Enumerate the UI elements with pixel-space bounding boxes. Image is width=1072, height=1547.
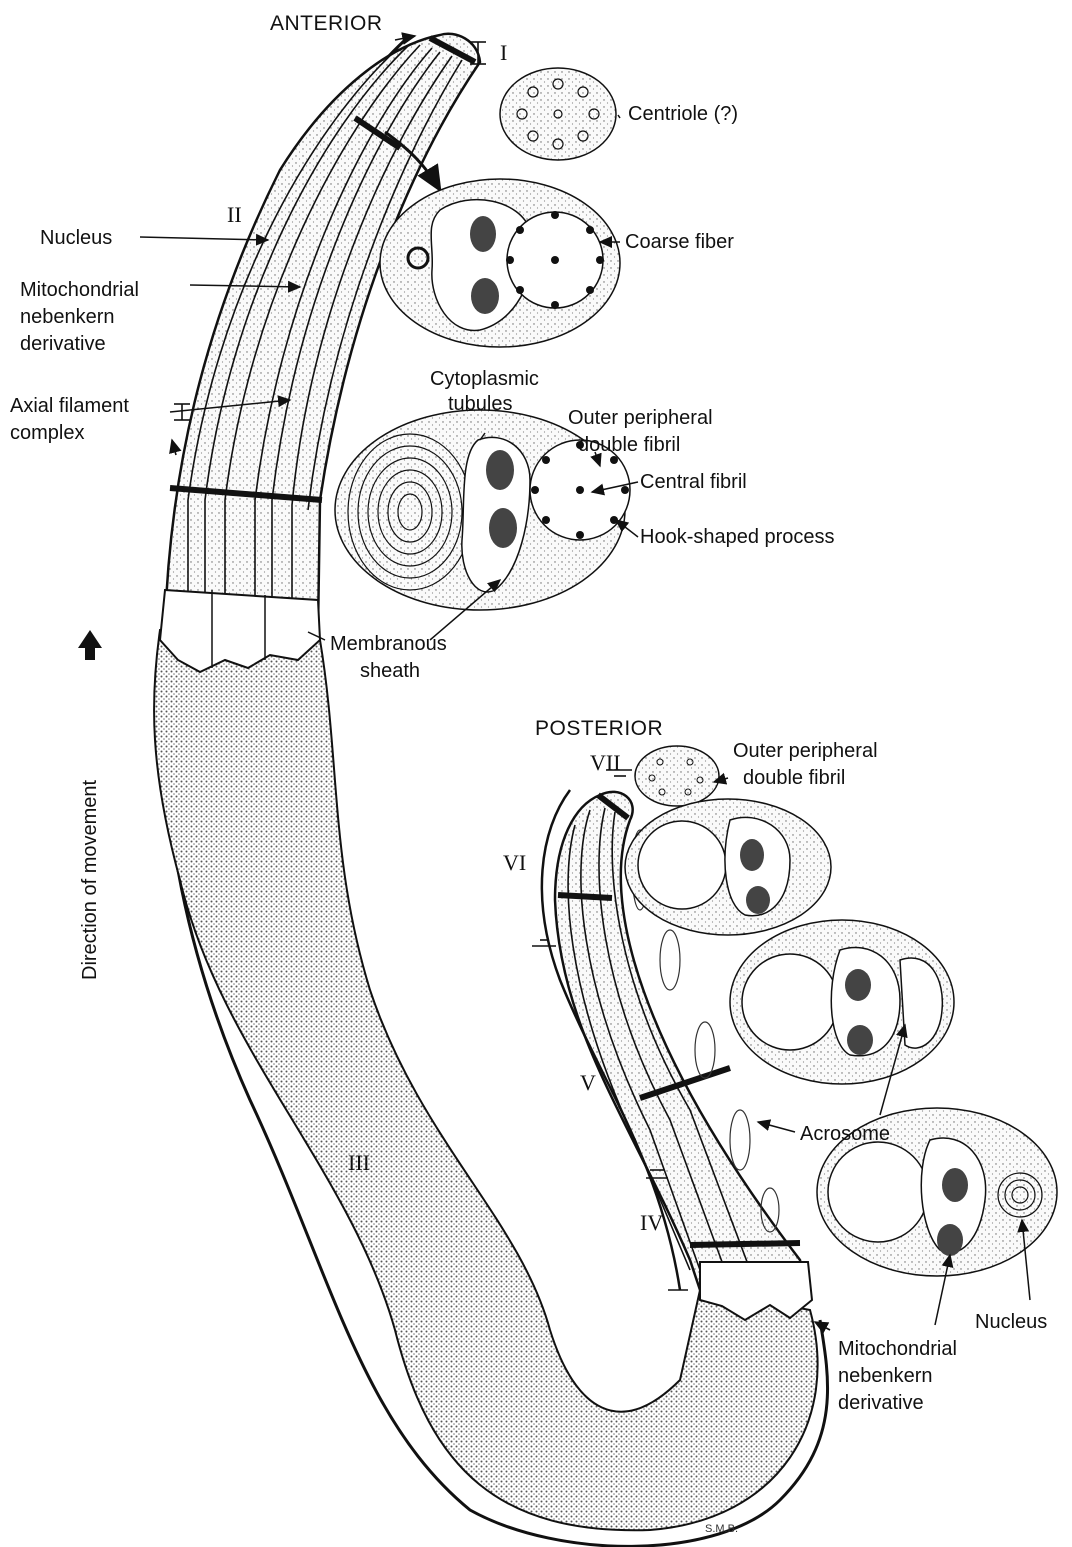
cyto-label-2: tubules — [448, 393, 513, 415]
anterior-label: ANTERIOR — [270, 12, 383, 35]
mito-right-label-2: nebenkern — [838, 1365, 933, 1387]
mito-right-label-3: derivative — [838, 1392, 924, 1414]
coarse-fiber-label: Coarse fiber — [625, 231, 734, 253]
central-fibril-label: Central fibril — [640, 471, 747, 493]
tail-stippled-region — [154, 630, 818, 1530]
mito-left-label-1: Mitochondrial — [20, 279, 139, 301]
hook-label: Hook-shaped process — [640, 526, 835, 548]
nucleus-right-label: Nucleus — [975, 1311, 1047, 1333]
membranous-label-1: Membranous — [330, 633, 447, 655]
centriole-section — [500, 68, 616, 160]
region-vi: VI — [503, 850, 526, 875]
region-i: I — [500, 40, 507, 65]
direction-label: Direction of movement — [79, 779, 101, 980]
region-vii: VII — [590, 750, 621, 775]
region-v: V — [580, 1070, 596, 1095]
axial-label-2: complex — [10, 422, 84, 444]
posterior-label: POSTERIOR — [535, 717, 663, 740]
outer-post-label-1: Outer peripheral — [733, 740, 878, 762]
outer-post-label-2: double fibril — [743, 767, 845, 789]
region-iv: IV — [640, 1210, 663, 1235]
direction-arrow-icon — [78, 630, 102, 660]
membranous-label-2: sheath — [360, 660, 420, 682]
outer-label-1: Outer peripheral — [568, 407, 713, 429]
acrosome-label: Acrosome — [800, 1123, 890, 1145]
artist-signature: S.M.B. — [705, 1523, 738, 1535]
posterior-tip-section — [635, 746, 719, 806]
section-v — [730, 920, 954, 1084]
outer-label-2: double fibril — [578, 434, 680, 456]
mito-left-label-3: derivative — [20, 333, 106, 355]
mito-left-label-2: nebenkern — [20, 306, 115, 328]
region-iii: III — [348, 1150, 370, 1175]
nucleus-left-label: Nucleus — [40, 227, 112, 249]
mito-right-label-1: Mitochondrial — [838, 1338, 957, 1360]
section-vi — [625, 799, 831, 935]
region-ii: II — [227, 202, 242, 227]
coarse-fiber-section — [380, 179, 620, 347]
centriole-label: Centriole (?) — [628, 103, 738, 125]
cyto-label-1: Cytoplasmic — [430, 368, 539, 390]
axial-label-1: Axial filament — [10, 395, 129, 417]
